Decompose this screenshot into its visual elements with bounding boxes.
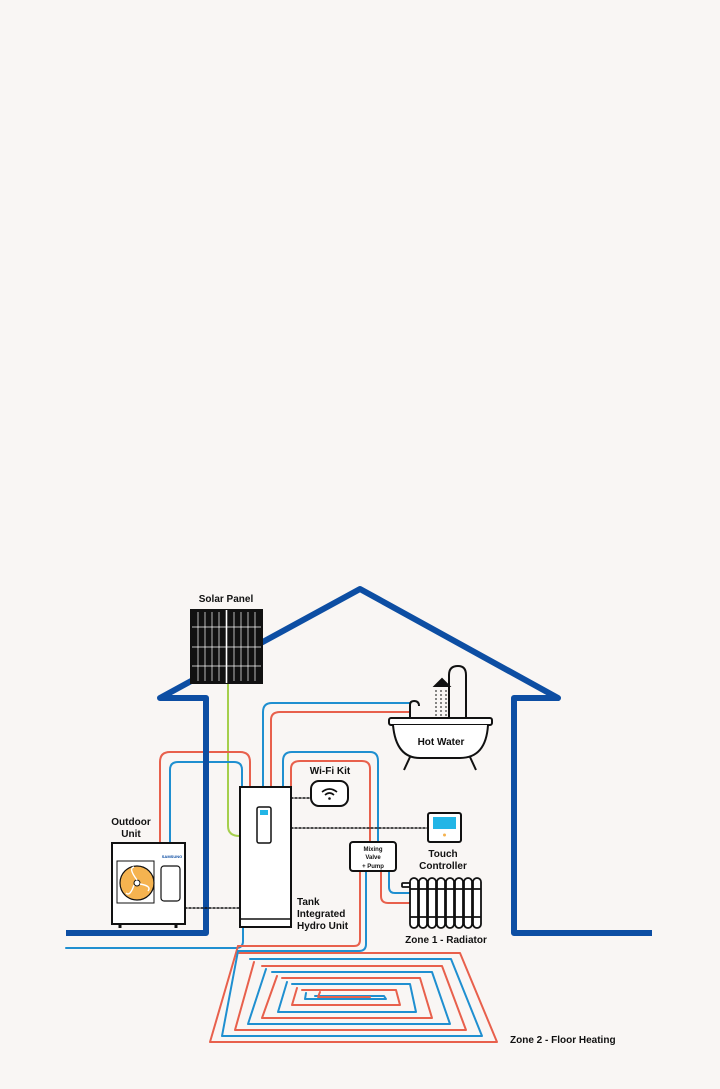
mixing-valve-pump: Mixing Valve + Pump bbox=[349, 841, 397, 872]
radiator bbox=[401, 877, 482, 929]
wifi-icon bbox=[321, 788, 338, 796]
tank-label-1: Tank bbox=[297, 897, 320, 908]
radiator-cold-pipe bbox=[388, 870, 411, 894]
tank-label-2: Integrated bbox=[297, 909, 345, 920]
touch-controller-label-2: Controller bbox=[419, 861, 467, 872]
solar-panel bbox=[190, 609, 263, 684]
solar-cable bbox=[227, 683, 241, 837]
dhw-cold-pipe bbox=[262, 702, 411, 788]
heating-cold-pipe bbox=[282, 751, 379, 844]
mixing-label-3: + Pump bbox=[362, 864, 384, 870]
floor-hot-feed bbox=[237, 870, 361, 947]
radiator-hot-pipe bbox=[380, 870, 411, 904]
house-outline-left bbox=[66, 586, 652, 936]
heating-hot-pipe bbox=[290, 760, 371, 844]
dhw-hot-pipe bbox=[270, 711, 411, 788]
brand-logo: SAMSUNG bbox=[162, 854, 182, 859]
touch-controller-label-1: Touch bbox=[428, 849, 457, 860]
tank-hydro-unit bbox=[239, 786, 292, 928]
bathtub bbox=[388, 664, 493, 771]
mixing-label-2: Valve bbox=[365, 855, 381, 861]
hot-water-label: Hot Water bbox=[418, 737, 465, 748]
outdoor-label-2: Unit bbox=[121, 829, 141, 840]
wifi-kit bbox=[310, 780, 349, 807]
zone2-label: Zone 2 - Floor Heating bbox=[510, 1035, 616, 1046]
outdoor-label-1: Outdoor bbox=[111, 817, 151, 828]
wifi-kit-label: Wi-Fi Kit bbox=[310, 766, 351, 777]
tank-label-3: Hydro Unit bbox=[297, 921, 349, 932]
touch-controller bbox=[427, 812, 462, 843]
floor-heating-coil bbox=[209, 945, 498, 1043]
mixing-label-1: Mixing bbox=[364, 847, 383, 853]
outdoor-unit: SAMSUNG bbox=[111, 842, 186, 928]
zone1-label: Zone 1 - Radiator bbox=[405, 935, 487, 946]
solar-panel-label: Solar Panel bbox=[199, 594, 254, 605]
floor-cold-feed bbox=[237, 870, 367, 952]
